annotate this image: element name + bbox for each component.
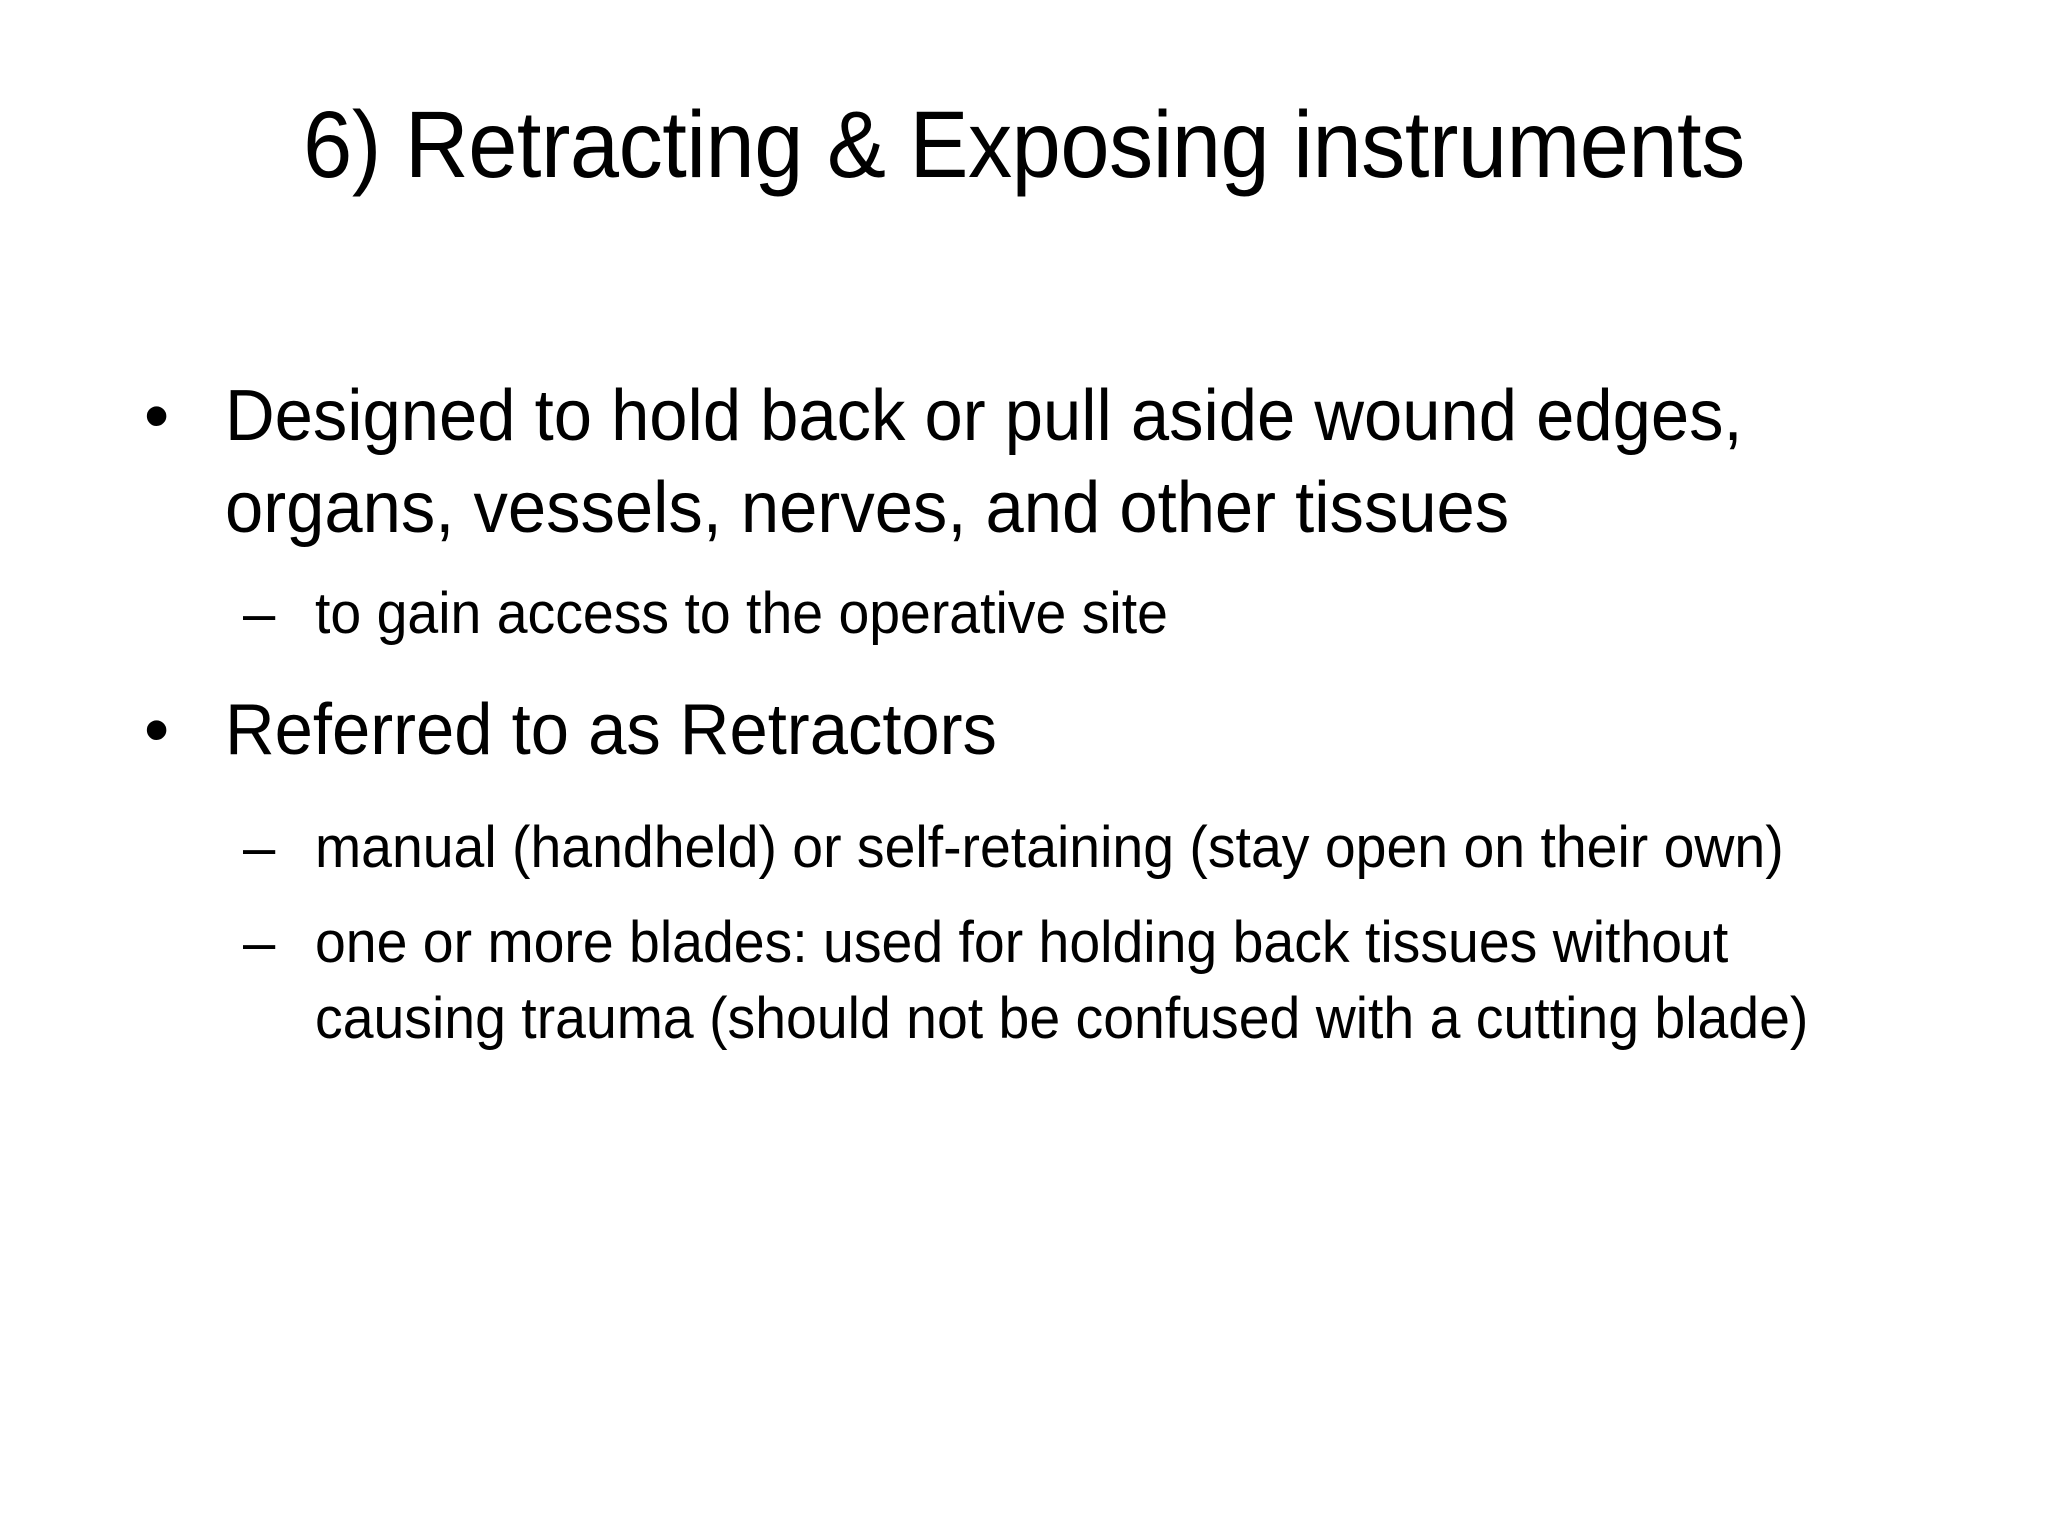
bullet-item-level1: • Designed to hold back or pull aside wo… bbox=[130, 370, 1950, 554]
bullet-dash-icon: – bbox=[243, 910, 276, 976]
spacer bbox=[130, 654, 1950, 684]
bullet-text: Designed to hold back or pull aside woun… bbox=[225, 376, 1743, 549]
bullet-dash-icon: – bbox=[243, 581, 276, 647]
bullet-text: manual (handheld) or self-retaining (sta… bbox=[315, 814, 1784, 880]
bullet-item-level1: • Referred to as Retractors bbox=[130, 684, 1950, 776]
bullet-text: to gain access to the operative site bbox=[315, 581, 1168, 647]
slide-body: • Designed to hold back or pull aside wo… bbox=[130, 370, 1950, 1058]
slide-title: 6) Retracting & Exposing instruments bbox=[303, 92, 1745, 198]
bullet-dot-icon: • bbox=[144, 689, 170, 770]
spacer bbox=[130, 780, 1950, 810]
bullet-item-level2: – to gain access to the operative site bbox=[130, 576, 1950, 651]
bullet-dash-icon: – bbox=[243, 814, 276, 880]
bullet-item-level2: – manual (handheld) or self-retaining (s… bbox=[130, 810, 1950, 885]
bullet-dot-icon: • bbox=[144, 376, 170, 456]
spacer bbox=[130, 558, 1950, 576]
spacer bbox=[130, 887, 1950, 905]
bullet-item-level2: – one or more blades: used for holding b… bbox=[130, 905, 1950, 1056]
bullet-text: one or more blades: used for holding bac… bbox=[315, 910, 1809, 1051]
bullet-text: Referred to as Retractors bbox=[225, 689, 997, 770]
